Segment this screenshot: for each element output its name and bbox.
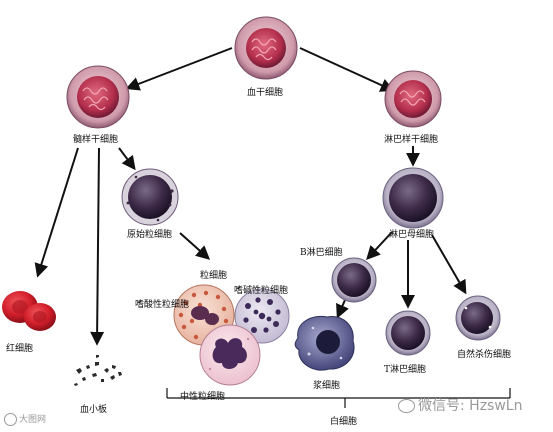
label-neutrophil: 中性粒细胞: [180, 392, 226, 402]
arrow-myeloid-to-platelet: [90, 147, 105, 346]
label-lymphoblast: 淋巴母细胞: [389, 230, 435, 240]
arrows: [34, 47, 467, 346]
label-nk-cell: 自然杀伤细胞: [457, 350, 512, 360]
label-white-cell: 白细胞: [330, 417, 358, 427]
arrow-hsc-to-lymphoid: [299, 47, 395, 92]
nk-cell: [455, 295, 501, 341]
label-platelet: 血小板: [80, 405, 108, 415]
label-granulocyte: 粒细胞: [200, 271, 228, 281]
watermark-logo-icon: [4, 413, 17, 426]
white-cell-bracket: [166, 388, 511, 408]
label-myeloid-stem: 髓样干细胞: [73, 135, 119, 145]
hsc-cell: [234, 16, 298, 80]
myeloid-stem-cell: [66, 65, 130, 129]
arrow-b-to-plasma: [336, 299, 349, 319]
b-lymphocyte-cell: [331, 257, 377, 303]
label-hsc: 血干细胞: [247, 88, 284, 98]
arrow-lymphoblast-to-nk: [431, 234, 467, 295]
wechat-icon: [398, 399, 415, 413]
arrow-lymphoblast-to-b: [366, 231, 393, 261]
arrow-myeloblast-to-granulocyte: [179, 232, 211, 260]
arrow-hsc-to-myeloid: [125, 47, 233, 91]
neutrophil-cell: [199, 324, 261, 386]
lymphoid-stem-cell: [384, 70, 442, 128]
plasma-cell: [294, 315, 355, 371]
lymphoblast-cell: [382, 167, 444, 229]
myeloblast-cell: [121, 168, 179, 226]
label-b-lymphocyte: B淋巴细胞: [300, 248, 343, 258]
arrow-myeloid-to-myeloblast: [118, 147, 136, 171]
arrow-myeloid-to-red: [34, 147, 79, 278]
label-red-cell: 红细胞: [6, 344, 34, 354]
label-eosinophil: 嗜酸性粒细胞: [135, 300, 190, 310]
red-blood-cells: [2, 291, 56, 331]
watermark-left: 大图网: [4, 412, 46, 426]
platelets: [74, 355, 122, 386]
label-plasma-cell: 浆细胞: [313, 381, 341, 391]
label-lymphoid-stem: 淋巴样干细胞: [384, 135, 439, 145]
t-lymphocyte-cell: [385, 310, 431, 356]
watermark-left-text: 大图网: [19, 415, 47, 425]
label-t-lymphocyte: T淋巴细胞: [384, 365, 427, 375]
watermark-right: 微信号: HzswLn: [398, 395, 522, 415]
label-myeloblast: 原始粒细胞: [127, 230, 173, 240]
basophil-cell: [234, 288, 290, 344]
watermark-right-text: 微信号: HzswLn: [418, 398, 523, 414]
label-basophil: 嗜碱性粒细胞: [234, 286, 289, 296]
